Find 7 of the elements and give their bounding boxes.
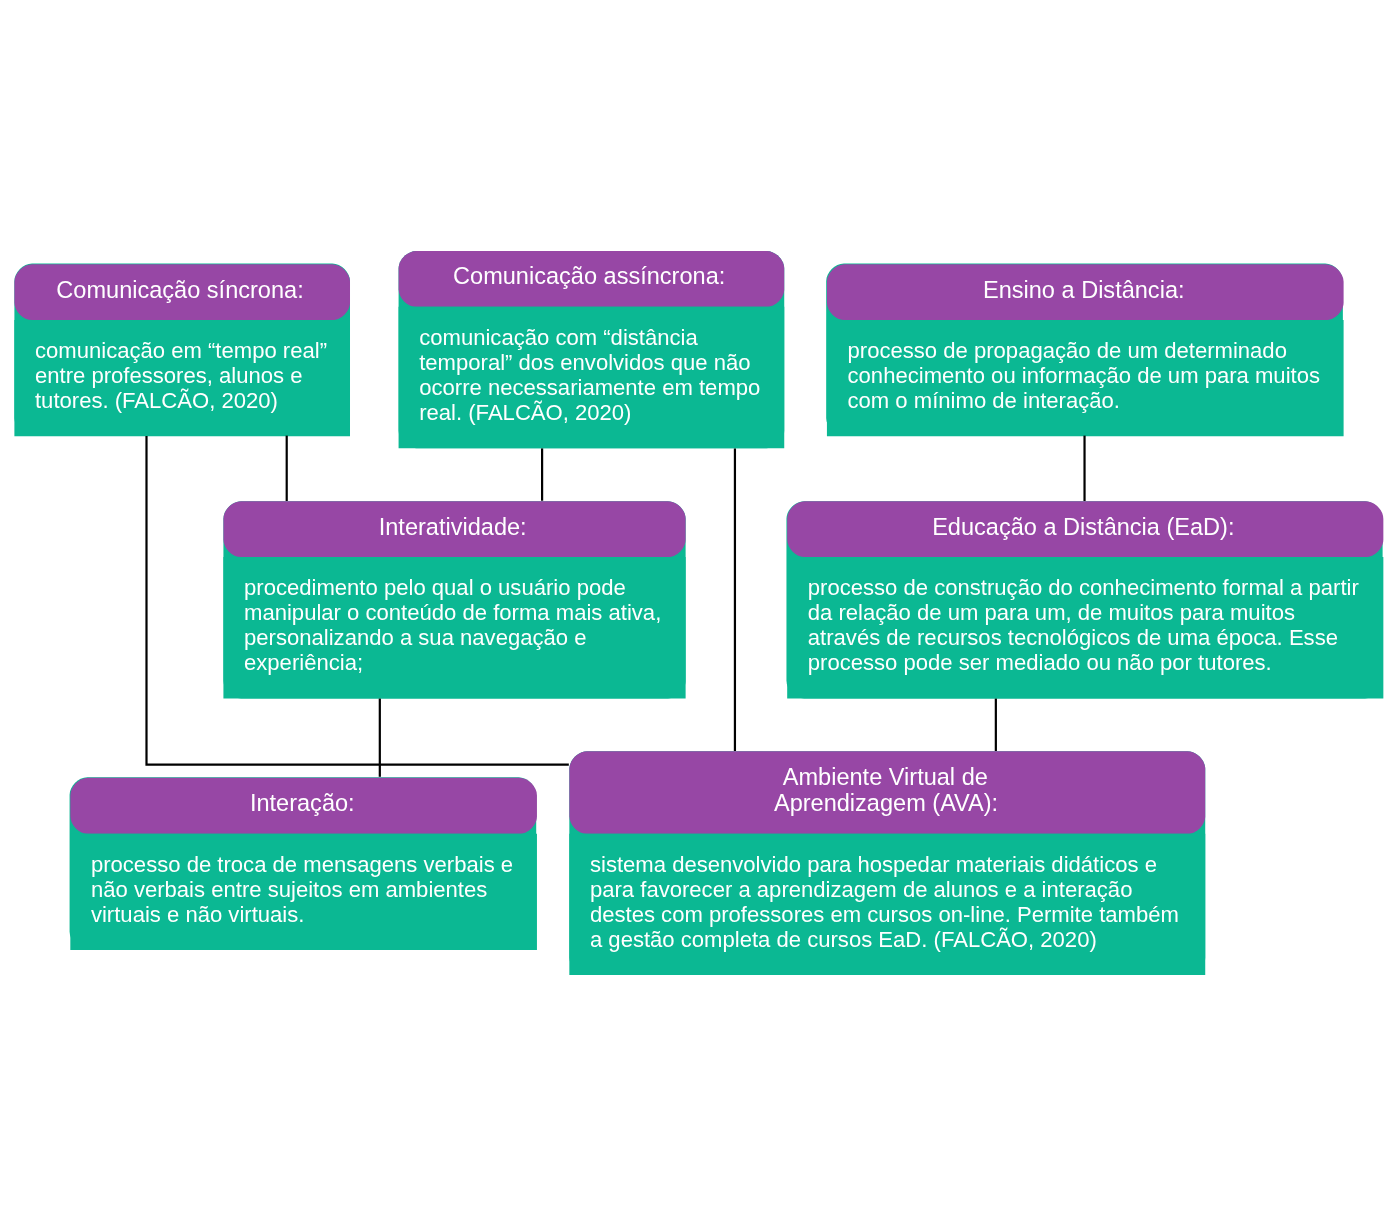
connector — [994, 698, 997, 751]
connector — [541, 447, 544, 501]
connector — [285, 435, 288, 501]
connector — [378, 698, 381, 777]
connector — [145, 435, 569, 766]
connector — [733, 448, 737, 751]
connector — [1083, 435, 1086, 501]
